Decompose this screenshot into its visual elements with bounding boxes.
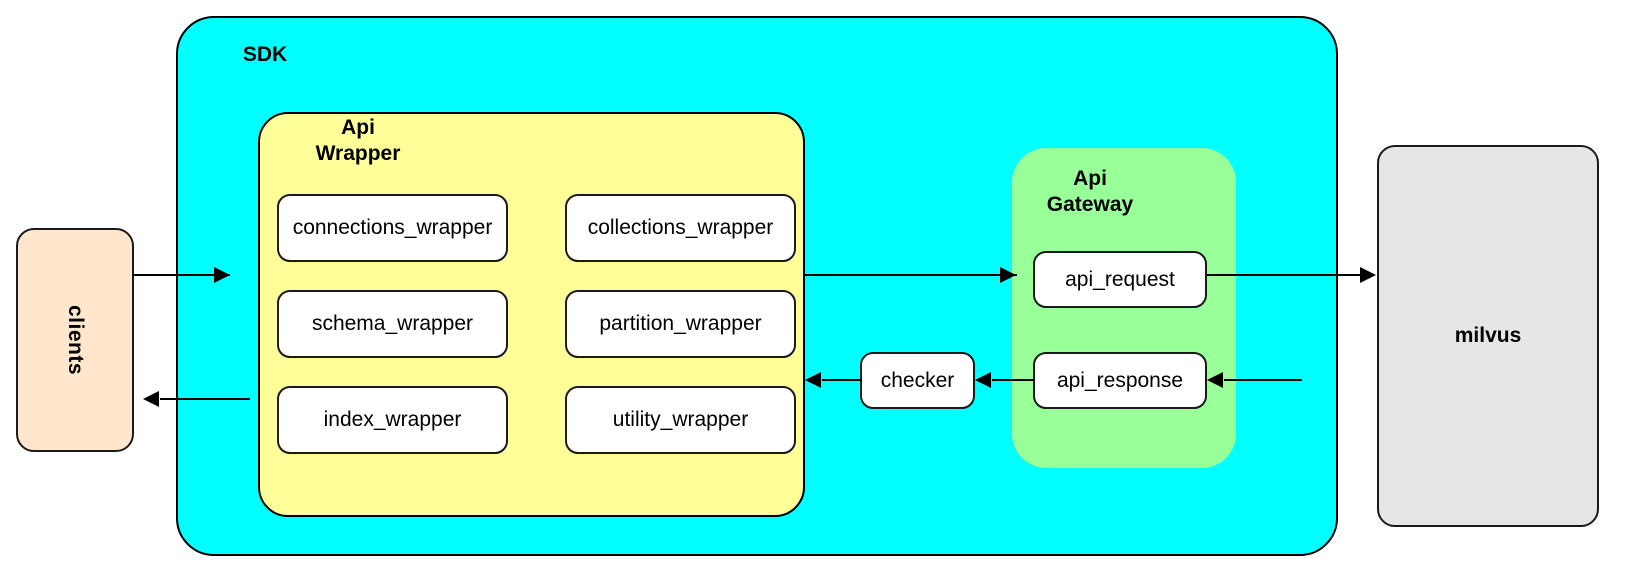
node-label: schema_wrapper (311, 312, 474, 335)
node-label: collections_wrapper (587, 216, 774, 239)
node-label: api_response (1056, 368, 1184, 392)
node-clients[interactable]: clients (16, 228, 134, 452)
node-label: utility_wrapper (612, 408, 749, 431)
node-label: api_request (1065, 267, 1175, 291)
node-label: checker (880, 368, 955, 392)
node-index-wrapper[interactable]: index_wrapper (277, 386, 508, 454)
node-schema-wrapper[interactable]: schema_wrapper (277, 290, 508, 358)
node-checker[interactable]: checker (860, 352, 975, 409)
node-collections-wrapper[interactable]: collections_wrapper (565, 194, 796, 262)
node-api-request[interactable]: api_request (1033, 251, 1207, 308)
node-label: partition_wrapper (599, 312, 762, 335)
node-label: index_wrapper (323, 408, 462, 431)
node-label: connections_wrapper (292, 216, 493, 239)
node-connections-wrapper[interactable]: connections_wrapper (277, 194, 508, 262)
node-partition-wrapper[interactable]: partition_wrapper (565, 290, 796, 358)
milvus-label: milvus (1454, 324, 1522, 347)
node-api-response[interactable]: api_response (1033, 352, 1207, 409)
node-utility-wrapper[interactable]: utility_wrapper (565, 386, 796, 454)
api-gateway-container[interactable] (1012, 148, 1236, 468)
clients-label: clients (64, 304, 87, 376)
node-milvus[interactable]: milvus (1377, 145, 1599, 527)
